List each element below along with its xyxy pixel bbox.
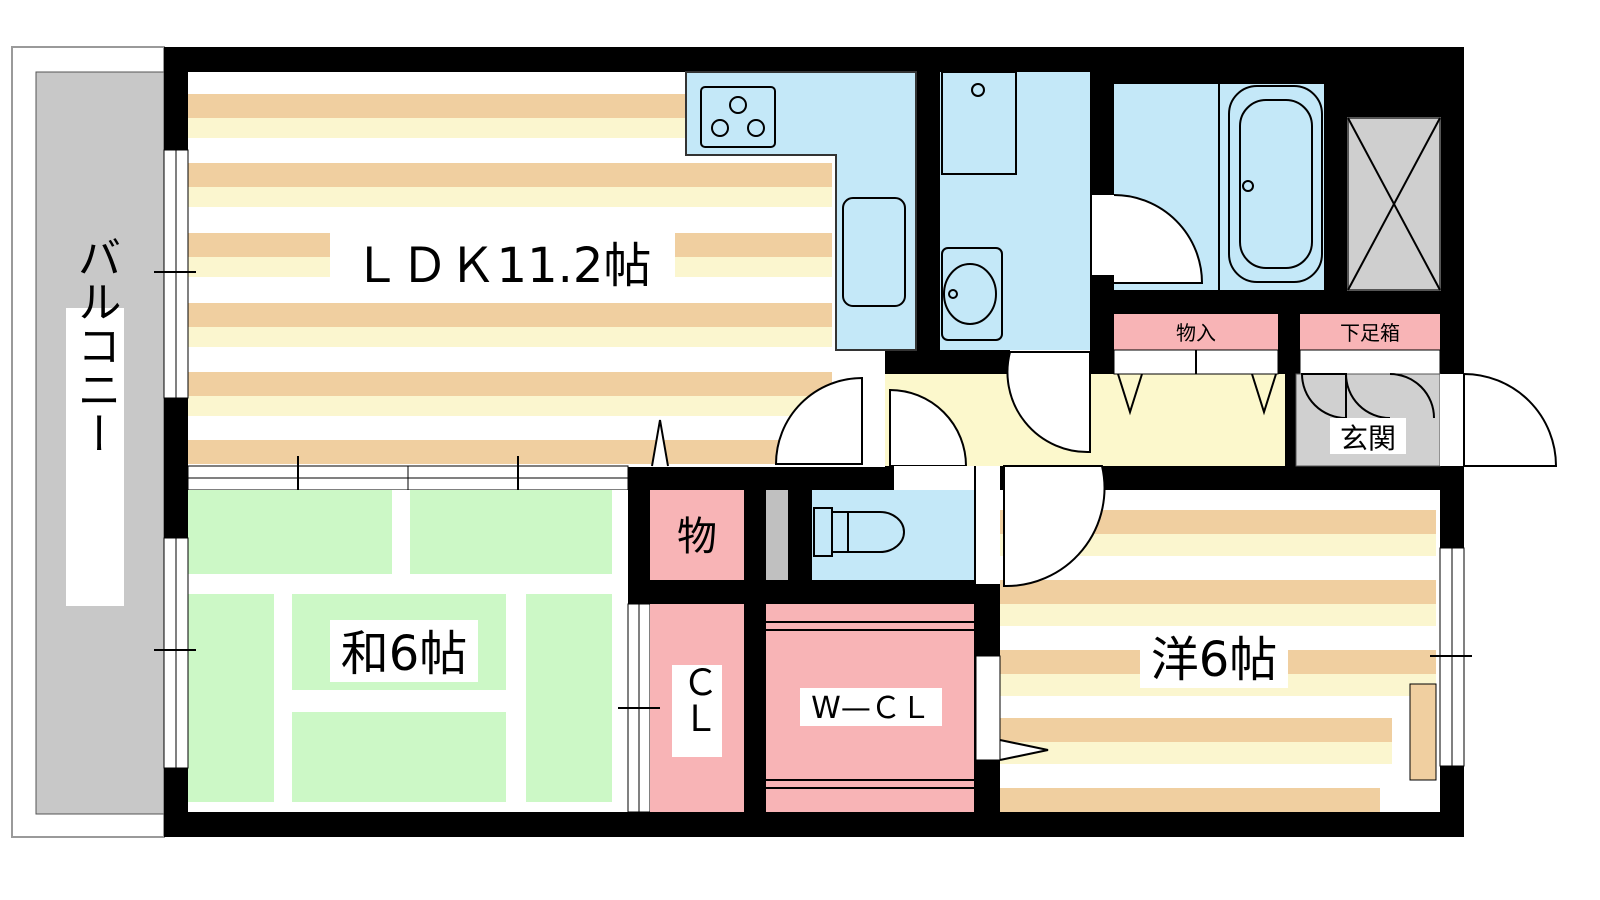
- walk-in-closet: W—ＣＬ: [766, 604, 974, 812]
- toilet-icon: [813, 507, 833, 557]
- ldk-label-bg: [330, 232, 675, 292]
- washitsu-room: 和6帖: [187, 456, 629, 812]
- bathroom-door: [1113, 194, 1204, 284]
- small-storage: 物: [650, 490, 744, 580]
- ldk-doors: [651, 374, 968, 467]
- shoe-box: 下足箱: [1299, 314, 1441, 375]
- pipe-shaft: [1347, 117, 1441, 291]
- ldk-label: ＬＤＫ11.2帖: [353, 238, 652, 294]
- closet-label-bg: [672, 665, 722, 757]
- storage-closet: 物入: [1113, 314, 1279, 416]
- toilet-room: [766, 466, 974, 580]
- front-door: [1463, 372, 1558, 467]
- balcony-label: バルコニー: [70, 235, 121, 455]
- washroom: [940, 71, 1090, 350]
- ldk-wood-stripes: [188, 94, 832, 464]
- closet-label: ＣＬ: [677, 664, 718, 736]
- washing-machine-icon: [941, 71, 1017, 175]
- wcl-label-bg: [800, 688, 942, 726]
- sink-icon: [842, 197, 906, 307]
- ldk-room: ＬＤＫ11.2帖: [188, 72, 885, 467]
- closet: ＣＬ: [627, 603, 744, 813]
- sash-windows: [154, 149, 1472, 769]
- entrance-label: 玄関: [1340, 422, 1396, 455]
- stove-icon: [700, 86, 776, 148]
- entrance: 玄関: [1295, 372, 1558, 467]
- washitsu-label: 和6帖: [341, 626, 468, 682]
- bathroom: [1092, 84, 1324, 290]
- washbasin-icon: [941, 247, 1003, 341]
- bathtub-icon: [1228, 85, 1323, 283]
- youshitsu-room: 洋6帖: [975, 465, 1440, 812]
- wcl-label: W—ＣＬ: [811, 691, 931, 726]
- balcony-label-bg: [66, 308, 124, 606]
- youshitsu-label-bg: [1140, 626, 1288, 688]
- youshitsu-label: 洋6帖: [1151, 632, 1278, 688]
- entrance-label-bg: [1330, 418, 1406, 454]
- storage-label: 物入: [1176, 321, 1216, 345]
- shoe-box-label: 下足箱: [1340, 321, 1400, 345]
- kitchen-counter: [685, 71, 917, 351]
- washitsu-label-bg: [330, 620, 478, 682]
- youshitsu-door: [1003, 465, 1106, 588]
- closet-corner: [1409, 683, 1437, 781]
- small-storage-label: 物: [677, 514, 717, 560]
